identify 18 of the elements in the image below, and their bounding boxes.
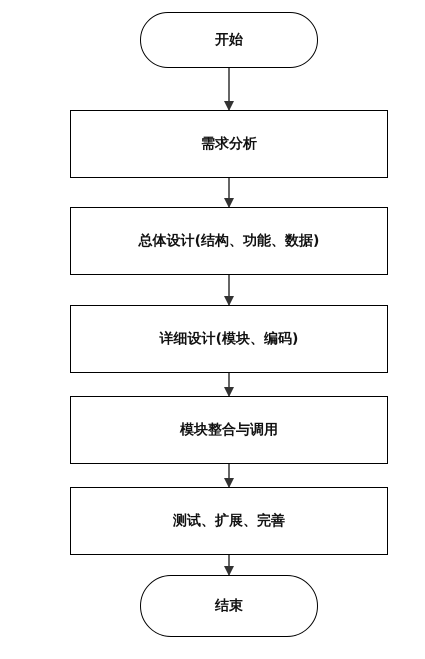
process-box [70, 207, 388, 275]
arrow [224, 178, 234, 208]
node-label: 模块整合与调用 [180, 421, 278, 439]
process-box [70, 396, 388, 464]
arrow [224, 68, 234, 111]
node-label: 详细设计(模块、编码) [160, 330, 298, 348]
node-label: 结束 [215, 597, 243, 615]
arrow [224, 555, 234, 576]
process-box [70, 487, 388, 555]
node-label: 测试、扩展、完善 [173, 512, 285, 530]
node-label: 开始 [215, 31, 243, 49]
arrow [224, 275, 234, 306]
node-label: 需求分析 [201, 135, 257, 153]
arrow [224, 373, 234, 397]
arrow [224, 464, 234, 488]
process-box [70, 305, 388, 373]
node-label: 总体设计(结构、功能、数据) [138, 232, 320, 250]
process-box [70, 110, 388, 178]
